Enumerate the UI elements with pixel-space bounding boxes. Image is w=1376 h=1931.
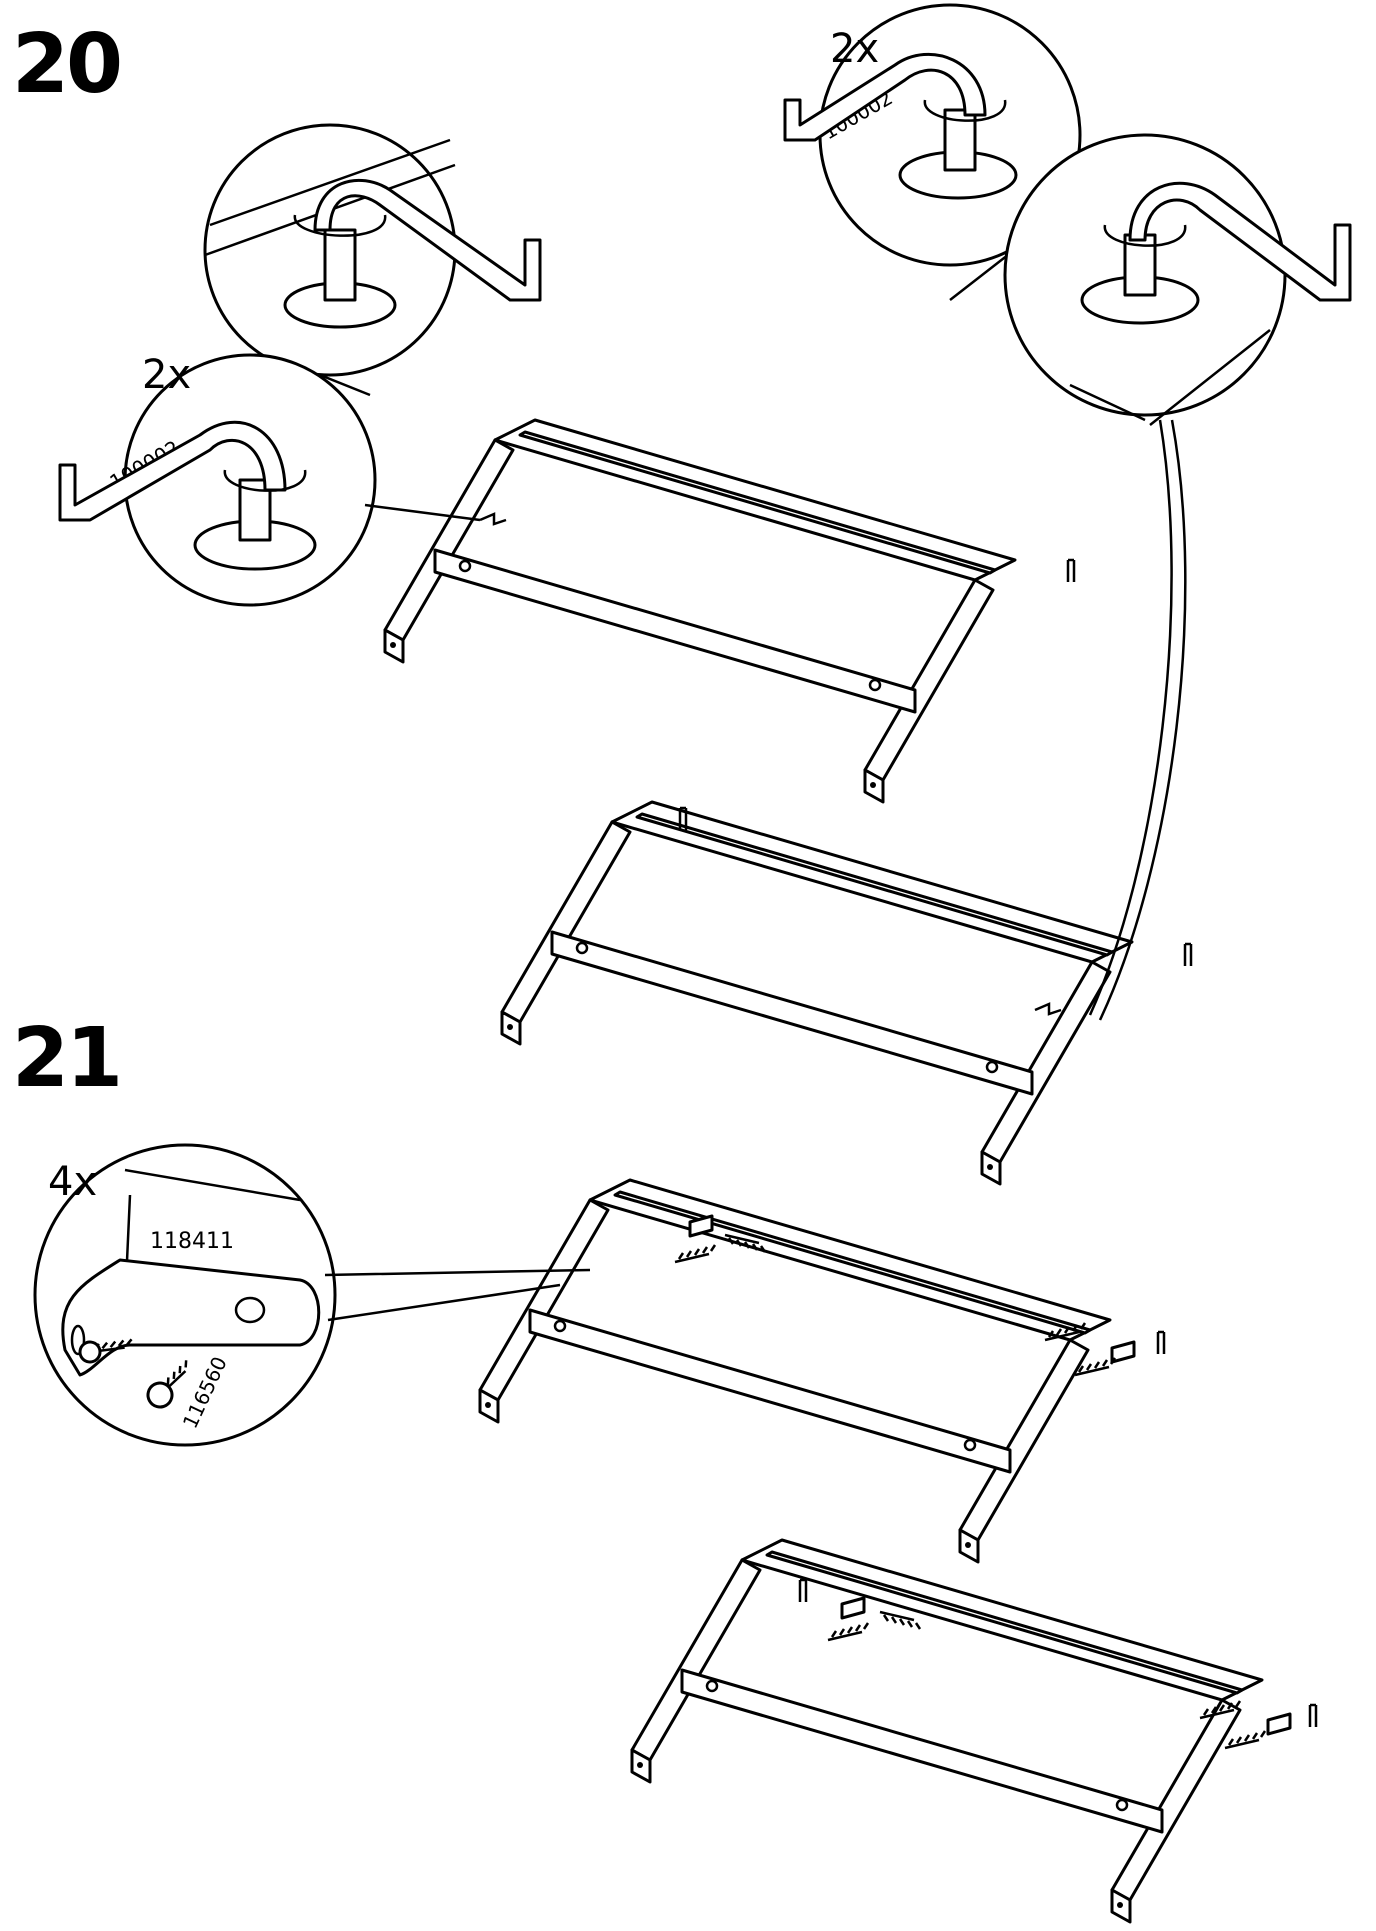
frame-step21-lower <box>630 1538 1264 1924</box>
rotate-arrow-icon <box>293 214 387 237</box>
dowel-icon <box>798 1578 808 1602</box>
bracket-icon <box>1110 1340 1136 1364</box>
dowel-icon <box>1183 942 1193 966</box>
bracket-icon <box>1266 1712 1292 1736</box>
bracket-icon <box>688 1214 714 1238</box>
allen-key-icon <box>1033 1002 1063 1016</box>
screw-icon <box>78 1333 133 1364</box>
frame-step21-upper <box>478 1178 1112 1564</box>
detail-callout-bracket: 4x 118411 116560 <box>33 1143 591 1447</box>
screw-icon <box>673 1243 717 1264</box>
frame-step20-upper <box>383 418 1017 804</box>
bracket-icon <box>61 1258 321 1377</box>
bracket-icon <box>840 1596 866 1620</box>
bed-leg-icon <box>313 178 542 302</box>
rotate-arrow-icon <box>923 99 1007 122</box>
dowel-icon <box>1308 1703 1318 1727</box>
screw-icon <box>826 1621 870 1642</box>
rotate-arrow-icon <box>1103 224 1187 247</box>
screw-icon <box>1223 1729 1267 1750</box>
quantity-label: 4x <box>48 1159 97 1205</box>
screw-icon <box>878 1610 922 1631</box>
dowel-icon <box>678 806 688 830</box>
detail-callout-top-right: 2x 100002 <box>783 3 1082 301</box>
screw-icon <box>146 1359 196 1409</box>
part-number-label-bracket: 118411 <box>150 1229 234 1254</box>
quantity-label: 2x <box>830 26 879 72</box>
callout-line <box>1088 419 1173 1016</box>
detail-callout-right <box>1003 133 1352 426</box>
dowel-icon <box>1156 1330 1166 1354</box>
bed-leg-icon <box>1128 181 1352 302</box>
quantity-label: 2x <box>142 352 191 398</box>
dowel-icon <box>1066 558 1076 582</box>
bed-leg-icon <box>783 52 987 142</box>
detail-callout-left: 2x 100002 <box>58 352 481 607</box>
allen-key-icon <box>478 512 508 526</box>
step-20-number: 20 <box>12 17 123 112</box>
detail-callout-leg-top-left <box>203 123 542 377</box>
rotate-arrow-icon <box>223 469 307 492</box>
frame-step20-lower <box>500 800 1134 1186</box>
step-21-number: 21 <box>12 1011 123 1106</box>
bed-leg-icon <box>58 420 287 522</box>
callout-line <box>1098 419 1187 1021</box>
